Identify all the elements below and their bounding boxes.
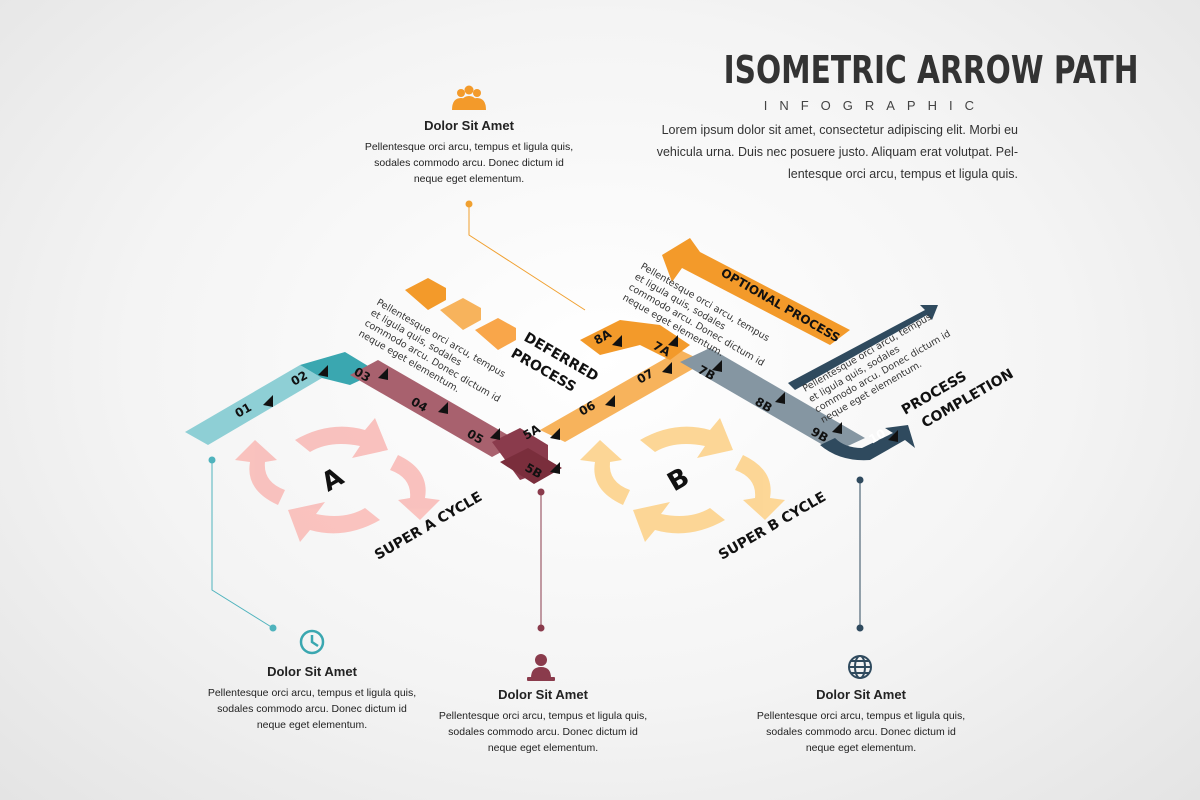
callout-top-body: Pellentesque orci arcu, tempus et ligula… [364,141,574,185]
cycle-b-letter: B [663,462,695,498]
clock-icon [299,629,325,655]
connector-dots [208,200,864,632]
page-title: ISOMETRIC ARROW PATH [723,48,1139,92]
page-subtitle: INFOGRAPHIC [763,98,986,113]
path-slate [680,348,865,452]
connector-top [468,204,586,311]
callout-top: Dolor Sit Amet Pellentesque orci arcu, t… [364,118,574,187]
optional-arrow [662,238,850,345]
completion-top-arrow [788,305,938,390]
connector-left [211,460,274,629]
callout-top-title: Dolor Sit Amet [424,118,514,133]
callout-middle-title: Dolor Sit Amet [498,687,588,702]
cycle-a-letter: A [317,462,349,498]
callout-right: Dolor Sit Amet Pellentesque orci arcu, t… [756,687,966,756]
connector-lines [211,204,861,629]
path-navy [820,425,915,461]
globe-icon [848,655,872,679]
callout-middle: Dolor Sit Amet Pellentesque orci arcu, t… [438,687,648,756]
cycle-a-arrows [235,418,440,542]
user-laptop-icon [527,654,555,681]
callout-right-body: Pellentesque orci arcu, tempus et ligula… [756,710,966,754]
deferred-arrows [405,278,516,350]
path-maroon [350,360,562,484]
callout-left: Dolor Sit Amet Pellentesque orci arcu, t… [207,664,417,733]
direction-markers [263,335,898,474]
completion-label: PROCESS COMPLETION [899,366,1016,431]
callout-left-body: Pellentesque orci arcu, tempus et ligula… [207,687,417,731]
cycle-b-arrows [580,418,785,542]
optional-label: OPTIONAL PROCESS [719,265,843,345]
callout-middle-body: Pellentesque orci arcu, tempus et ligula… [438,710,648,754]
callout-left-title: Dolor Sit Amet [267,664,357,679]
callout-right-title: Dolor Sit Amet [816,687,906,702]
intro-paragraph: Lorem ipsum dolor sit amet, consectetur … [656,123,1018,181]
path-orange [540,320,705,442]
people-icon [452,85,486,110]
